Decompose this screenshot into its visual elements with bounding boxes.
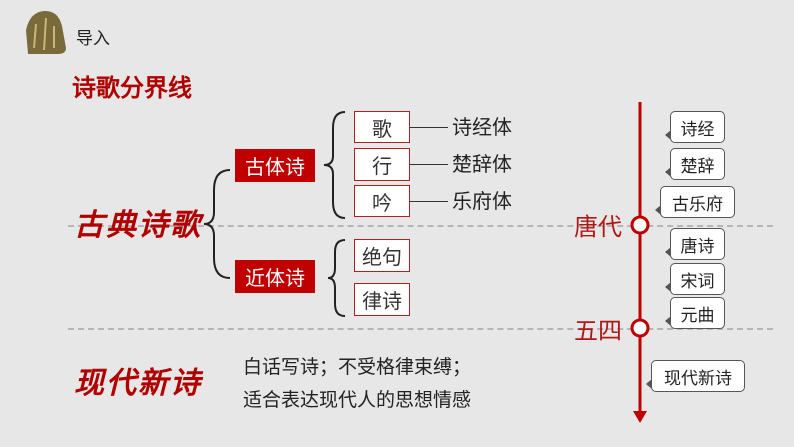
form-box: 吟 bbox=[354, 185, 410, 217]
form-box: 律诗 bbox=[354, 283, 410, 316]
callout-shijing: 诗经 bbox=[665, 111, 725, 143]
ancient-style-box: 古体诗 bbox=[235, 149, 315, 182]
marker-tang: 唐代 bbox=[574, 213, 622, 241]
connector bbox=[410, 201, 448, 202]
example-label: 诗经体 bbox=[452, 115, 512, 139]
timeline-axis bbox=[630, 102, 650, 423]
classical-poetry-label: 古典诗歌 bbox=[74, 208, 202, 243]
modern-desc-line1: 白话写诗；不受格律束缚； bbox=[243, 356, 472, 378]
form-box: 行 bbox=[354, 148, 410, 181]
callout-modern: 现代新诗 bbox=[646, 360, 745, 392]
section-label: 导入 bbox=[76, 29, 110, 49]
connector bbox=[410, 127, 448, 128]
form-box: 绝句 bbox=[354, 239, 410, 272]
callout-yuefu: 古乐府 bbox=[655, 186, 735, 218]
connector bbox=[410, 164, 448, 165]
example-label: 乐府体 bbox=[452, 189, 512, 213]
callout-songci: 宋词 bbox=[665, 263, 725, 295]
form-box: 歌 bbox=[354, 111, 410, 143]
example-label: 楚辞体 bbox=[452, 152, 512, 176]
modern-desc-line2: 适合表达现代人的思想情感 bbox=[243, 389, 472, 411]
callout-chuci: 楚辞 bbox=[665, 148, 725, 180]
callout-tangshi: 唐诗 bbox=[665, 228, 725, 260]
divider-tang bbox=[68, 225, 773, 227]
modern-poetry-label: 现代新诗 bbox=[74, 366, 202, 401]
page-title: 诗歌分界线 bbox=[72, 74, 192, 102]
rock-icon bbox=[26, 10, 66, 54]
callout-yuanqu: 元曲 bbox=[665, 297, 725, 329]
marker-wusi: 五四 bbox=[574, 317, 622, 345]
regulated-style-box: 近体诗 bbox=[235, 260, 315, 293]
divider-wusi bbox=[68, 328, 773, 330]
